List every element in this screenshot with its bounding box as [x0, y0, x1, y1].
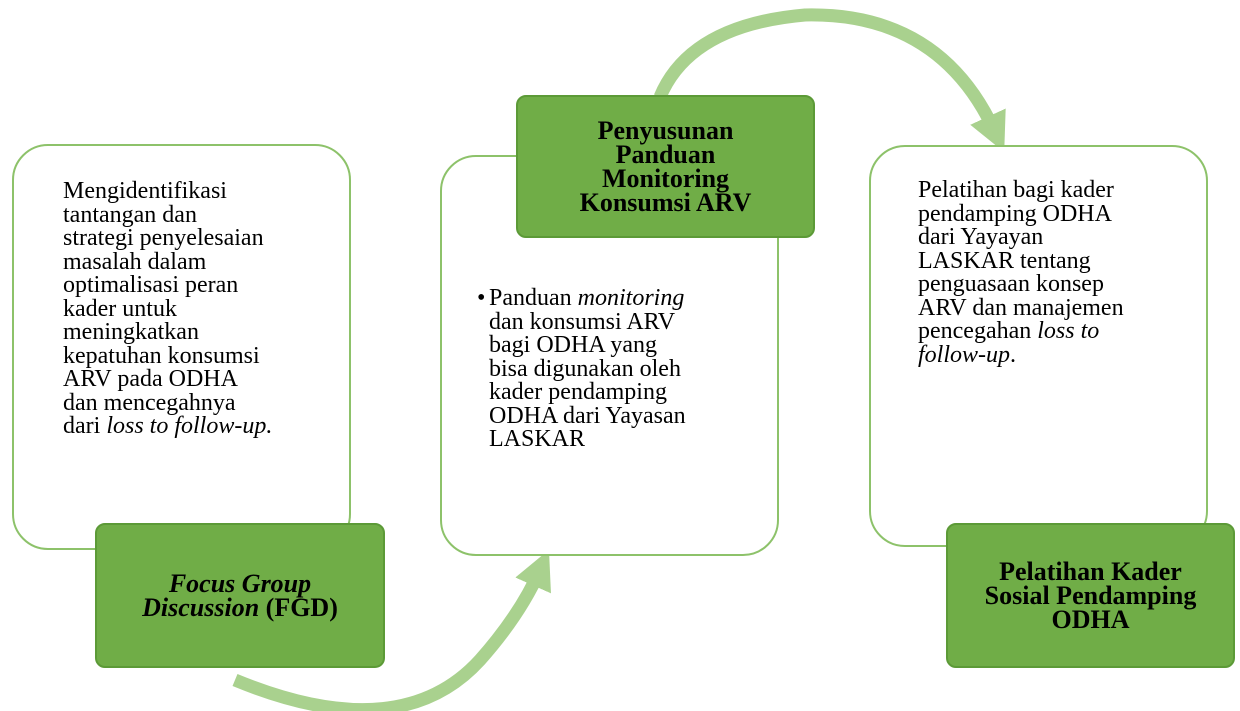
text-segment: ODHA dari Yayasan — [489, 402, 686, 429]
text-segment: ARV dan manajemen — [918, 294, 1124, 321]
italic-text: up — [986, 341, 1011, 368]
text-segment: Panduan — [489, 285, 578, 311]
text-line: LASKAR tentang — [918, 247, 1203, 274]
text-line: kader untuk — [63, 295, 343, 322]
text-line: Konsumsi ARV — [579, 187, 752, 217]
italic-text: follow — [918, 341, 979, 368]
bullet-icon: • — [477, 285, 486, 311]
text-line: Panduan monitoring — [489, 285, 686, 311]
text-line: ODHA dari Yayasan — [489, 402, 686, 429]
text-line: optimalisasi peran — [63, 272, 343, 298]
text-segment: bagi ODHA yang — [489, 332, 657, 358]
text-line: Focus Group — [142, 568, 338, 598]
text-line: tantangan dan — [63, 201, 343, 228]
text-line: masalah dalam — [63, 248, 343, 275]
text-line: follow-up. — [918, 341, 1203, 368]
text-segment: optimalisasi peran — [63, 272, 239, 298]
text-line: meningkatkan — [63, 319, 343, 345]
text-segment: kader untuk — [63, 295, 177, 322]
text-segment: ARV pada ODHA — [63, 366, 238, 392]
text-segment: Panduan — [615, 139, 716, 169]
italic-text: monitoring — [577, 285, 685, 311]
text-segment: meningkatkan — [63, 319, 199, 345]
text-line: Pelatihan Kader — [985, 556, 1197, 586]
text-line: bagi ODHA yang — [489, 332, 686, 358]
text-line: kader pendamping — [489, 379, 686, 405]
text-segment: bisa digunakan oleh — [489, 355, 681, 382]
text-line: dan konsumsi ARV — [489, 308, 686, 335]
text-line: Sosial Pendamping — [984, 580, 1197, 610]
text-line: Pelatihan bagi kader — [918, 177, 1203, 203]
text-segment: kepatuhan konsumsi — [63, 342, 260, 369]
text-segment: dan mencegahnya — [63, 389, 236, 416]
italic-text: loss to — [1037, 318, 1100, 344]
text-segment: LASKAR tentang — [918, 247, 1091, 274]
text-segment: Sosial Pendamping — [984, 580, 1197, 610]
text-segment: Penyusunan — [597, 115, 734, 145]
text-segment: pendamping ODHA — [918, 200, 1112, 227]
arrow-fgd-to-panduan — [232, 549, 551, 711]
text-segment: Konsumsi ARV — [579, 187, 752, 217]
text-segment: Monitoring — [601, 163, 730, 193]
italic-text: Focus Group — [168, 568, 312, 598]
text-line: penguasaan konsep — [918, 271, 1203, 297]
text-line: dari Yayayan — [918, 224, 1203, 250]
text-line: ARV pada ODHA — [63, 366, 343, 392]
italic-text: loss to follow-up. — [106, 413, 273, 439]
text-segment: tantangan dan — [63, 201, 197, 228]
text-segment: Pelatihan bagi kader — [918, 177, 1114, 203]
text-segment: - — [978, 341, 987, 368]
text-line: Discussion (FGD) — [142, 592, 338, 622]
text-line: Penyusunan — [580, 115, 752, 145]
text-segment: Pelatihan Kader — [999, 556, 1182, 586]
text-line: Mengidentifikasi — [63, 178, 343, 204]
text-line: pencegahan loss to — [918, 318, 1203, 344]
text-segment: strategi penyelesaian — [63, 225, 264, 251]
text-segment: dan konsumsi ARV — [489, 308, 676, 335]
text-line: ODHA — [985, 604, 1197, 634]
text-line: bisa digunakan oleh — [489, 355, 686, 382]
text-segment: dari — [63, 413, 107, 439]
text-segment: masalah dalam — [63, 248, 207, 275]
arrow-panduan-to-pelatihan — [654, 8, 1006, 153]
text-segment: penguasaan konsep — [918, 271, 1104, 297]
text-line: kepatuhan konsumsi — [63, 342, 343, 369]
text-segment: pencegahan — [918, 318, 1038, 344]
text-line: dari loss to follow-up. — [63, 413, 343, 439]
italic-text: Discussion — [142, 592, 260, 622]
text-segment: (FGD) — [259, 592, 338, 622]
text-segment: ODHA — [1051, 604, 1130, 634]
text-line: strategi penyelesaian — [63, 225, 343, 251]
text-segment: dari Yayayan — [918, 224, 1044, 250]
text-line: pendamping ODHA — [918, 200, 1203, 227]
text-segment: LASKAR — [489, 426, 586, 452]
text-segment: . — [1010, 341, 1017, 368]
text-line: LASKAR — [489, 426, 686, 452]
text-segment: kader pendamping — [489, 379, 667, 405]
text-line: dan mencegahnya — [63, 389, 343, 416]
text-line: Panduan — [580, 139, 752, 169]
text-line: ARV dan manajemen — [918, 294, 1203, 321]
text-line: Monitoring — [580, 163, 752, 193]
text-segment: Mengidentifikasi — [63, 178, 227, 204]
